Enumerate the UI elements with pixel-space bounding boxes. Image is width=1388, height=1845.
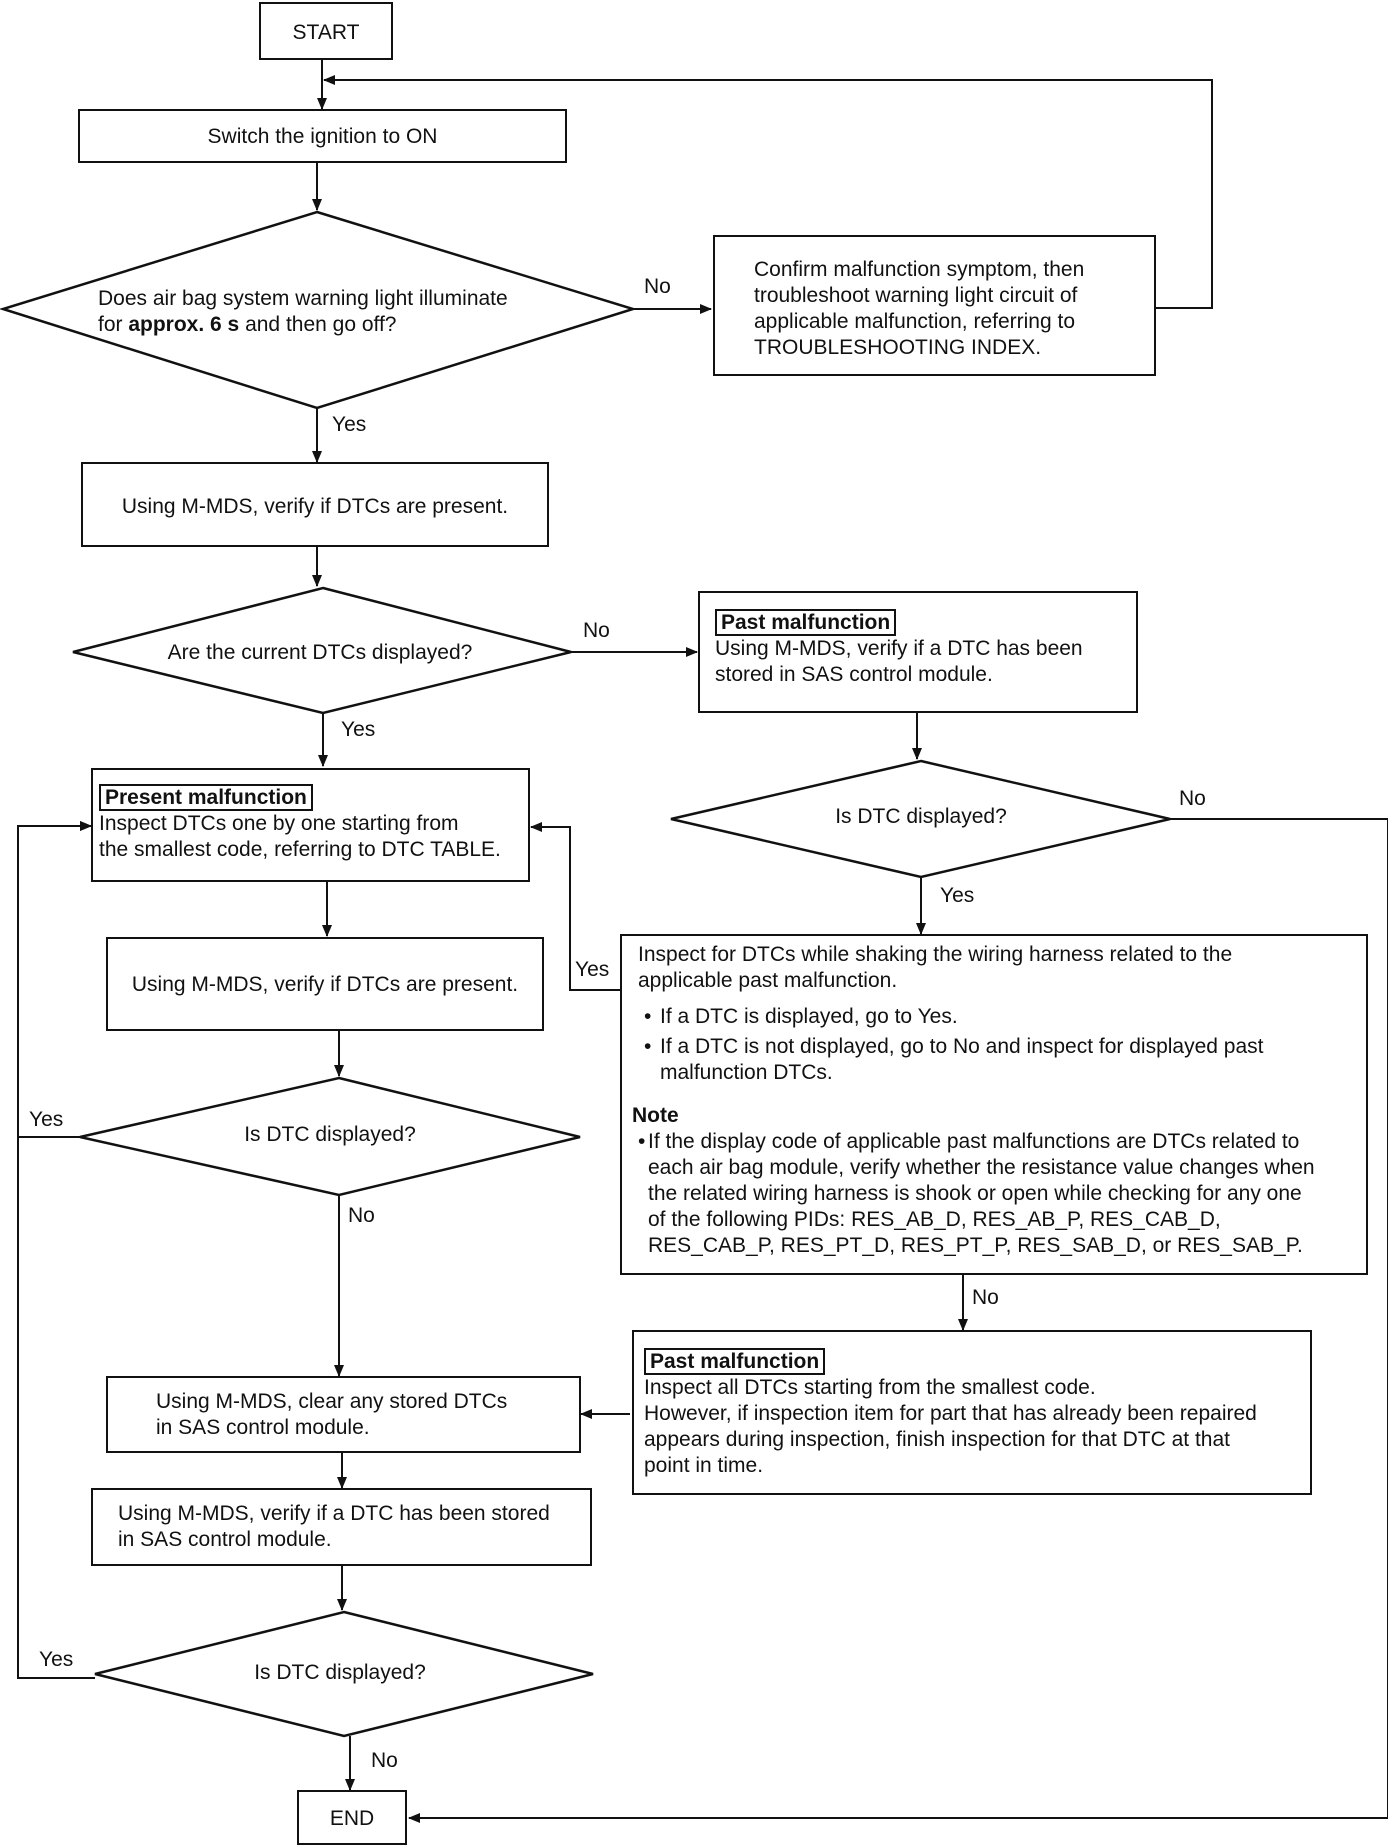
label-no-final: No: [371, 1749, 398, 1772]
start-label: START: [292, 21, 360, 44]
label-yes-present: Yes: [29, 1108, 64, 1131]
decision-warning-light-line2: for approx. 6 s and then go off?: [98, 313, 397, 336]
label-yes-warning: Yes: [332, 413, 367, 436]
present-malfunction-tag: Present malfunction: [99, 784, 313, 811]
decision-diamond-dtc-displayed-final: [94, 1610, 594, 1738]
note-section: Note If the display code of applicable p…: [632, 1103, 1315, 1259]
step-verify-dtcs-again: Using M-MDS, verify if DTCs are present.: [106, 937, 544, 1031]
label-yes-past: Yes: [940, 884, 975, 907]
step-verify-dtcs-text: Using M-MDS, verify if DTCs are present.: [121, 495, 509, 518]
end-terminal: END: [297, 1790, 407, 1845]
step-confirm-symptom-text: Confirm malfunction symptom, then troubl…: [754, 258, 1085, 359]
step-clear-dtcs-text: Using M-MDS, clear any stored DTCs in SA…: [156, 1390, 508, 1439]
step-verify-dtcs: Using M-MDS, verify if DTCs are present.: [81, 462, 549, 547]
end-label: END: [329, 1807, 375, 1830]
label-no-past: No: [1179, 787, 1206, 810]
past-malfunction-tag-2: Past malfunction: [644, 1348, 826, 1375]
step-past-malfunction-inspect: Past malfunction Inspect all DTCs starti…: [632, 1330, 1312, 1495]
step-verify-dtcs-again-text: Using M-MDS, verify if DTCs are present.: [131, 973, 519, 996]
label-yes-shake: Yes: [575, 958, 610, 981]
decision-dtc-displayed-present-text: Is DTC displayed?: [244, 1123, 416, 1146]
label-no-present: No: [348, 1204, 375, 1227]
step-past-malfunction-verify: Past malfunction Using M-MDS, verify if …: [698, 591, 1138, 713]
step-switch-ignition-text: Switch the ignition to ON: [207, 125, 438, 148]
wiring-harness-bullets: If a DTC is displayed, go to Yes. If a D…: [638, 1004, 1264, 1086]
label-no-shake: No: [972, 1286, 999, 1309]
decision-warning-light-text: Does air bag system warning light illumi…: [98, 286, 508, 338]
step-verify-stored-dtc: Using M-MDS, verify if a DTC has been st…: [91, 1488, 592, 1566]
duration-emphasis: approx. 6 s: [128, 313, 240, 336]
decision-current-dtcs-text: Are the current DTCs displayed?: [167, 641, 473, 664]
note-title: Note: [632, 1104, 679, 1127]
step-inspect-wiring-harness: Inspect for DTCs while shaking the wirin…: [620, 934, 1368, 1275]
step-past-malfunction-inspect-text: Past malfunction Inspect all DTCs starti…: [644, 1348, 1257, 1477]
step-present-malfunction: Present malfunction Inspect DTCs one by …: [91, 768, 530, 882]
step-verify-stored-dtc-text: Using M-MDS, verify if a DTC has been st…: [118, 1502, 550, 1551]
start-terminal: START: [259, 2, 393, 60]
decision-dtc-displayed-final-text: Is DTC displayed?: [254, 1661, 426, 1684]
bullet-dtc-displayed: If a DTC is displayed, go to Yes.: [638, 1004, 1264, 1030]
label-yes-final: Yes: [39, 1648, 74, 1671]
note-bullet: If the display code of applicable past m…: [632, 1129, 1315, 1259]
label-yes-current: Yes: [341, 718, 376, 741]
step-clear-dtcs: Using M-MDS, clear any stored DTCs in SA…: [106, 1376, 581, 1453]
past-malfunction-tag: Past malfunction: [715, 609, 897, 636]
step-present-malfunction-text: Present malfunction Inspect DTCs one by …: [99, 784, 501, 861]
step-confirm-symptom: Confirm malfunction symptom, then troubl…: [713, 235, 1156, 376]
label-no-warning: No: [644, 275, 671, 298]
label-no-current: No: [583, 619, 610, 642]
decision-warning-light-line1: Does air bag system warning light illumi…: [98, 287, 508, 310]
bullet-dtc-not-displayed: If a DTC is not displayed, go to No and …: [638, 1034, 1264, 1086]
step-past-malfunction-verify-text: Past malfunction Using M-MDS, verify if …: [715, 609, 1083, 686]
step-inspect-wiring-harness-text: Inspect for DTCs while shaking the wirin…: [638, 942, 1264, 1086]
decision-dtc-displayed-past-text: Is DTC displayed?: [835, 805, 1007, 828]
step-switch-ignition: Switch the ignition to ON: [78, 109, 567, 163]
